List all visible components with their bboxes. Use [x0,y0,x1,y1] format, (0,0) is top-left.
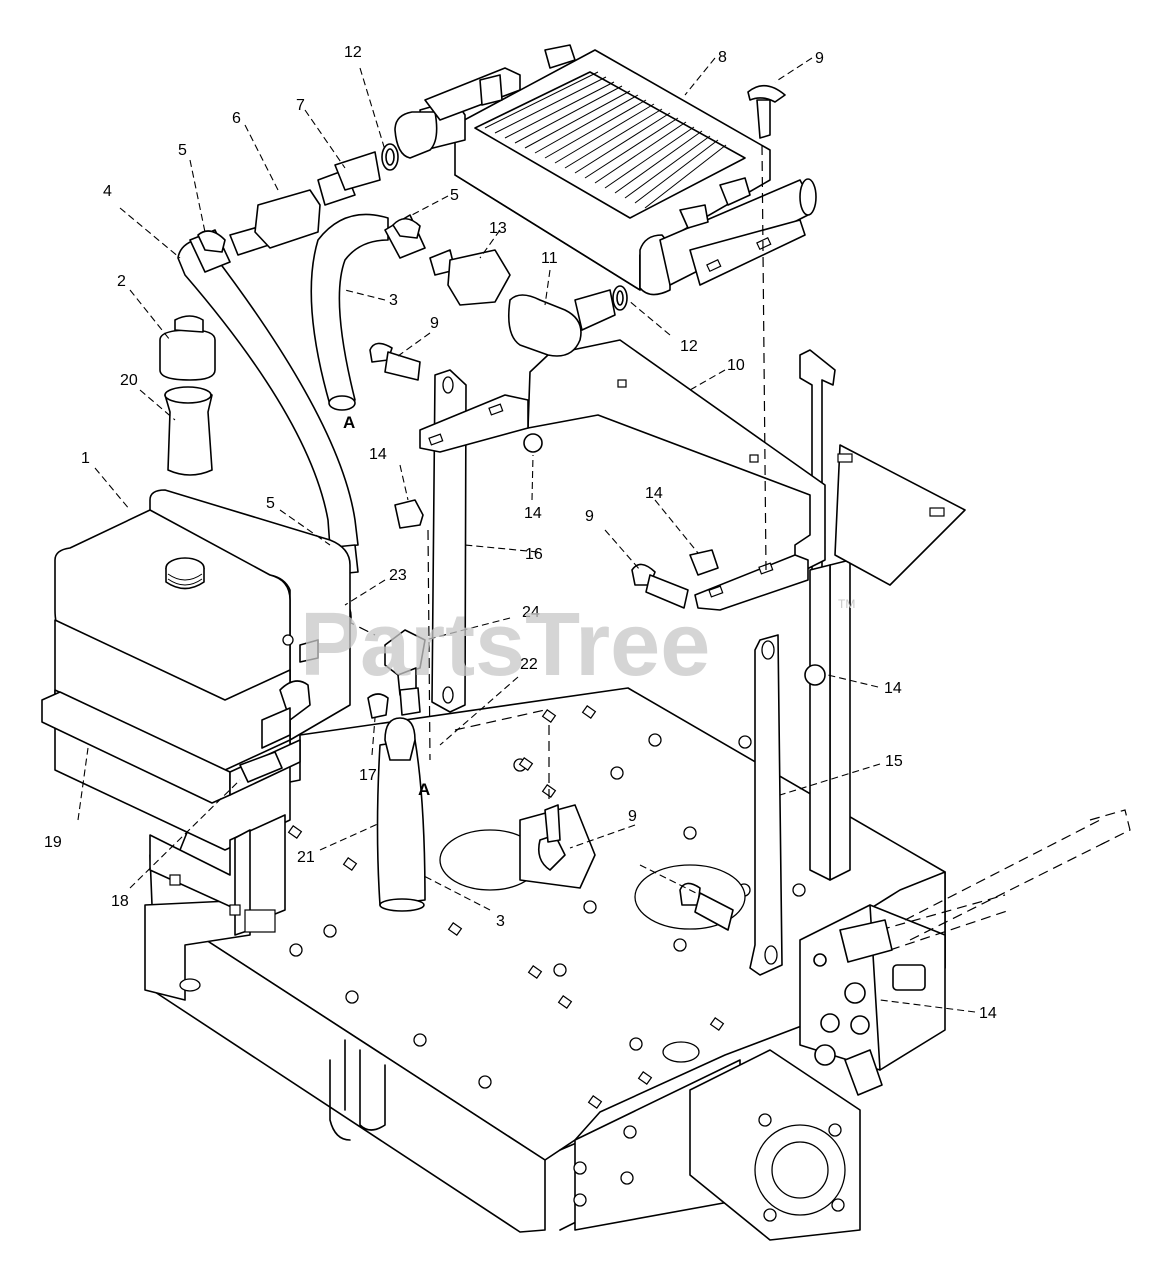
callout-19: 19 [44,834,62,851]
callout-20: 20 [120,372,138,389]
callout-22: 22 [520,656,538,673]
left-upright-bracket [431,369,467,713]
callout-labels: 1 2 3 3 4 5 5 5 6 7 8 9 9 9 9 10 11 12 1… [44,44,997,1022]
callout-16: 16 [525,546,543,563]
oil-cooler [394,44,817,296]
valve-block [799,809,1131,1096]
callout-3-upper: 3 [389,292,398,309]
callout-14-right: 14 [645,485,663,502]
callout-13: 13 [489,220,507,237]
callout-1: 1 [81,450,90,467]
watermark-text: PartsTree [300,595,710,695]
callout-14-valve: 14 [979,1005,997,1022]
cooler-bracket [419,339,826,611]
leader-lines [77,57,976,1013]
callout-8: 8 [718,49,727,66]
callout-9-top: 9 [815,50,824,67]
watermark: PartsTree TM [300,595,855,695]
callout-7: 7 [296,97,305,114]
callout-12-upper: 12 [344,44,362,61]
callout-2: 2 [117,273,126,290]
callout-9-bracket: 9 [430,315,439,332]
right-upright-bracket [749,349,966,976]
connection-marker-a-lower: A [418,780,430,799]
callout-14-bracket: 14 [884,680,902,697]
callout-12-lower: 12 [680,338,698,355]
callout-21: 21 [297,849,315,866]
chassis-frame [144,687,946,1241]
callout-9-deck: 9 [628,808,637,825]
callout-23: 23 [389,567,407,584]
callout-4: 4 [103,183,112,200]
callout-17: 17 [359,767,377,784]
callout-5-left: 5 [178,142,187,159]
callout-5-mid: 5 [450,187,459,204]
connection-marker-a-upper: A [343,413,355,432]
callout-10: 10 [727,357,745,374]
callout-24: 24 [522,604,540,621]
callout-18: 18 [111,893,129,910]
callout-14-mid: 14 [524,505,542,522]
callout-9-right: 9 [585,508,594,525]
watermark-trademark: TM [838,597,855,611]
hydraulic-tank [41,489,351,936]
callout-11: 11 [541,250,558,267]
callout-3-lower: 3 [496,913,505,930]
callout-15: 15 [885,753,903,770]
callout-5-lower: 5 [266,495,275,512]
callout-6: 6 [232,110,241,127]
hoses [177,213,426,912]
callout-14-left: 14 [369,446,387,463]
cooler-fins [484,71,727,209]
